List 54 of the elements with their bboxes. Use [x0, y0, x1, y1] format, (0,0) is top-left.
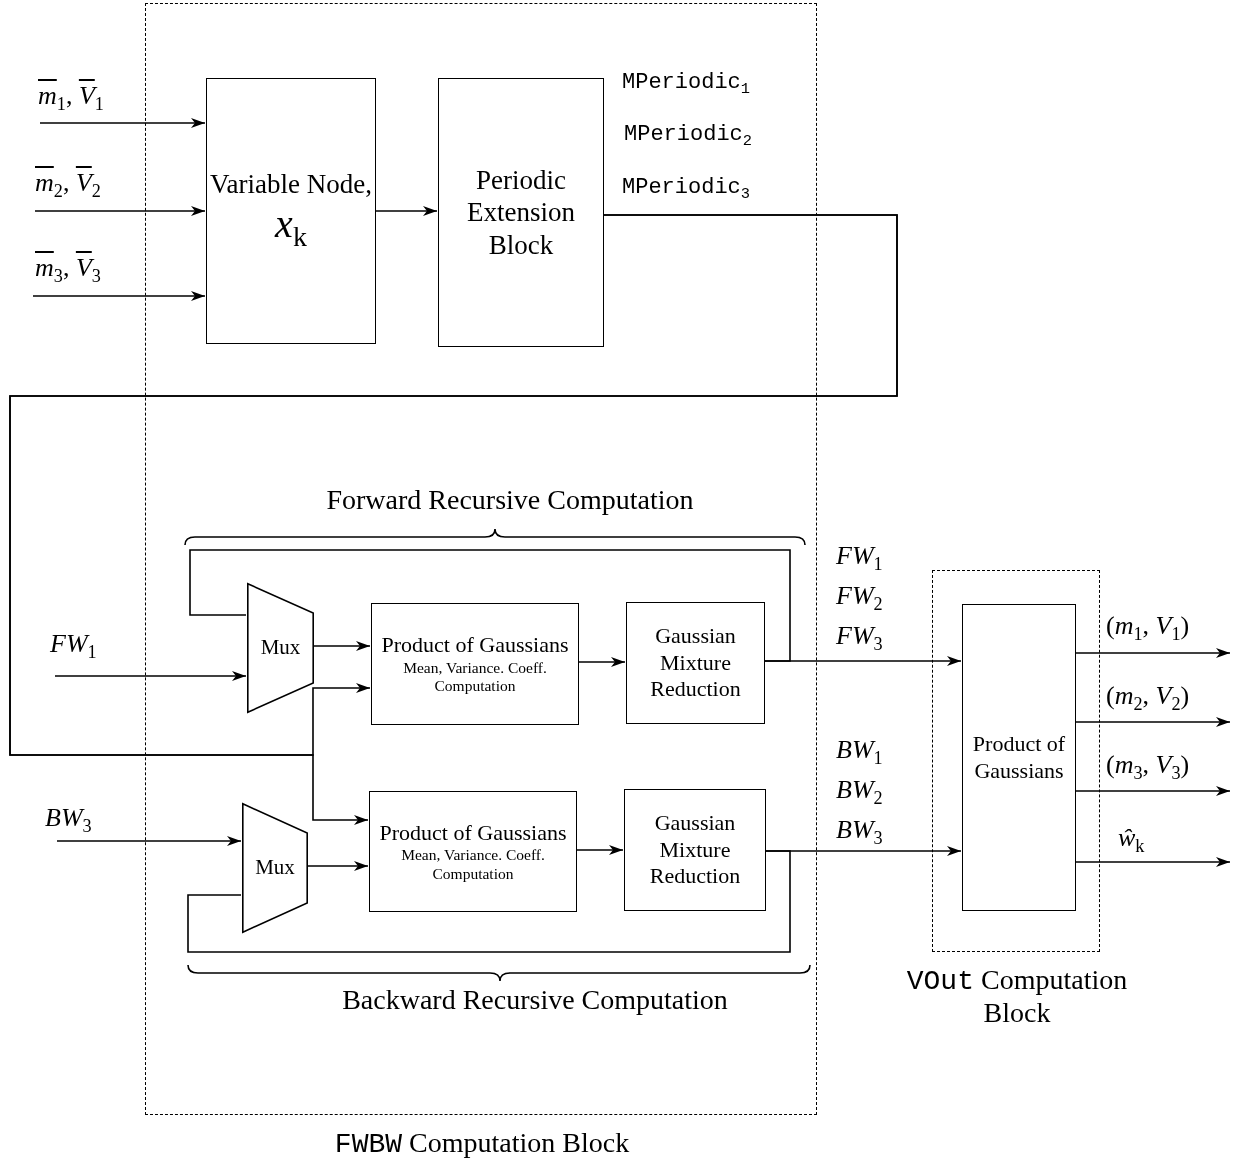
box-label: Mean, Variance. Coeff. Computation — [402, 658, 548, 696]
mux-trapezoid — [247, 583, 314, 713]
arrow — [763, 656, 962, 666]
arrow — [54, 671, 247, 681]
edge-label: FW$_{1}$ — [50, 628, 98, 664]
edge-label: FW$_{1}$ FW$_{2}$ FW$_{3}$ — [836, 540, 884, 656]
arrow — [56, 836, 242, 846]
arrow — [764, 846, 962, 856]
box-label: Variable Node, — [209, 168, 373, 201]
process-box — [369, 791, 577, 912]
box-label: Product of Gaussians — [380, 632, 570, 659]
edge-label: m$_{2}$, V$_{2}$ — [35, 167, 102, 203]
edge-label: (m$_{3}$, V$_{3}$) — [1106, 749, 1191, 785]
block-caption: VOut Computation Block — [905, 965, 1129, 1029]
section-label: Backward Recursive Computation — [341, 984, 729, 1016]
edge-label: m$_{1}$, V$_{1}$ — [38, 80, 105, 116]
connector-line — [189, 549, 791, 662]
signal-label: MPeriodic$_{2}$ — [624, 122, 754, 151]
edge-label: BW$_{1}$ BW$_{2}$ BW$_{3}$ — [836, 734, 884, 850]
box-label: Product of Gaussians — [378, 819, 568, 847]
box-label: Mux — [259, 635, 302, 661]
box-label: x$_{k}$ — [273, 200, 308, 254]
box-label: Mux — [254, 855, 296, 881]
signal-label: MPeriodic$_{3}$ — [622, 175, 752, 204]
signal-label: MPeriodic$_{1}$ — [622, 70, 752, 99]
arrow — [1074, 786, 1231, 796]
process-box — [624, 789, 766, 911]
arrow — [374, 206, 438, 216]
block-caption: FWBW Computation Block — [333, 1128, 631, 1161]
arrow — [1074, 648, 1231, 658]
edge-label: m$_{3}$, V$_{3}$ — [35, 252, 102, 288]
box-label: Gaussian Mixture Reduction — [649, 623, 742, 703]
edge-label: BW$_{3}$ — [45, 802, 93, 838]
section-label: Forward Recursive Computation — [325, 484, 695, 516]
arrow — [32, 291, 206, 301]
edge-label: (m$_{2}$, V$_{2}$) — [1106, 680, 1191, 716]
box-label: Product of Gaussians — [971, 731, 1067, 784]
arrow — [39, 118, 206, 128]
arrow — [577, 657, 626, 667]
box-label: Mean, Variance. Coeff. Computation — [400, 846, 546, 884]
arrow — [575, 845, 624, 855]
arrow — [34, 206, 206, 216]
process-box — [962, 604, 1076, 911]
process-box — [626, 602, 765, 724]
arrow — [1074, 717, 1231, 727]
edge-label: (m$_{1}$, V$_{1}$) — [1106, 610, 1191, 646]
mux-trapezoid — [242, 803, 308, 933]
process-box — [371, 603, 579, 725]
edge-label: ŵ$_{k}$ — [1118, 822, 1146, 858]
process-box — [206, 78, 376, 344]
box-label: Periodic Extension Block — [466, 163, 576, 262]
box-label: Gaussian Mixture Reduction — [648, 810, 742, 890]
connector-line — [187, 850, 791, 953]
arrow — [1074, 857, 1231, 867]
